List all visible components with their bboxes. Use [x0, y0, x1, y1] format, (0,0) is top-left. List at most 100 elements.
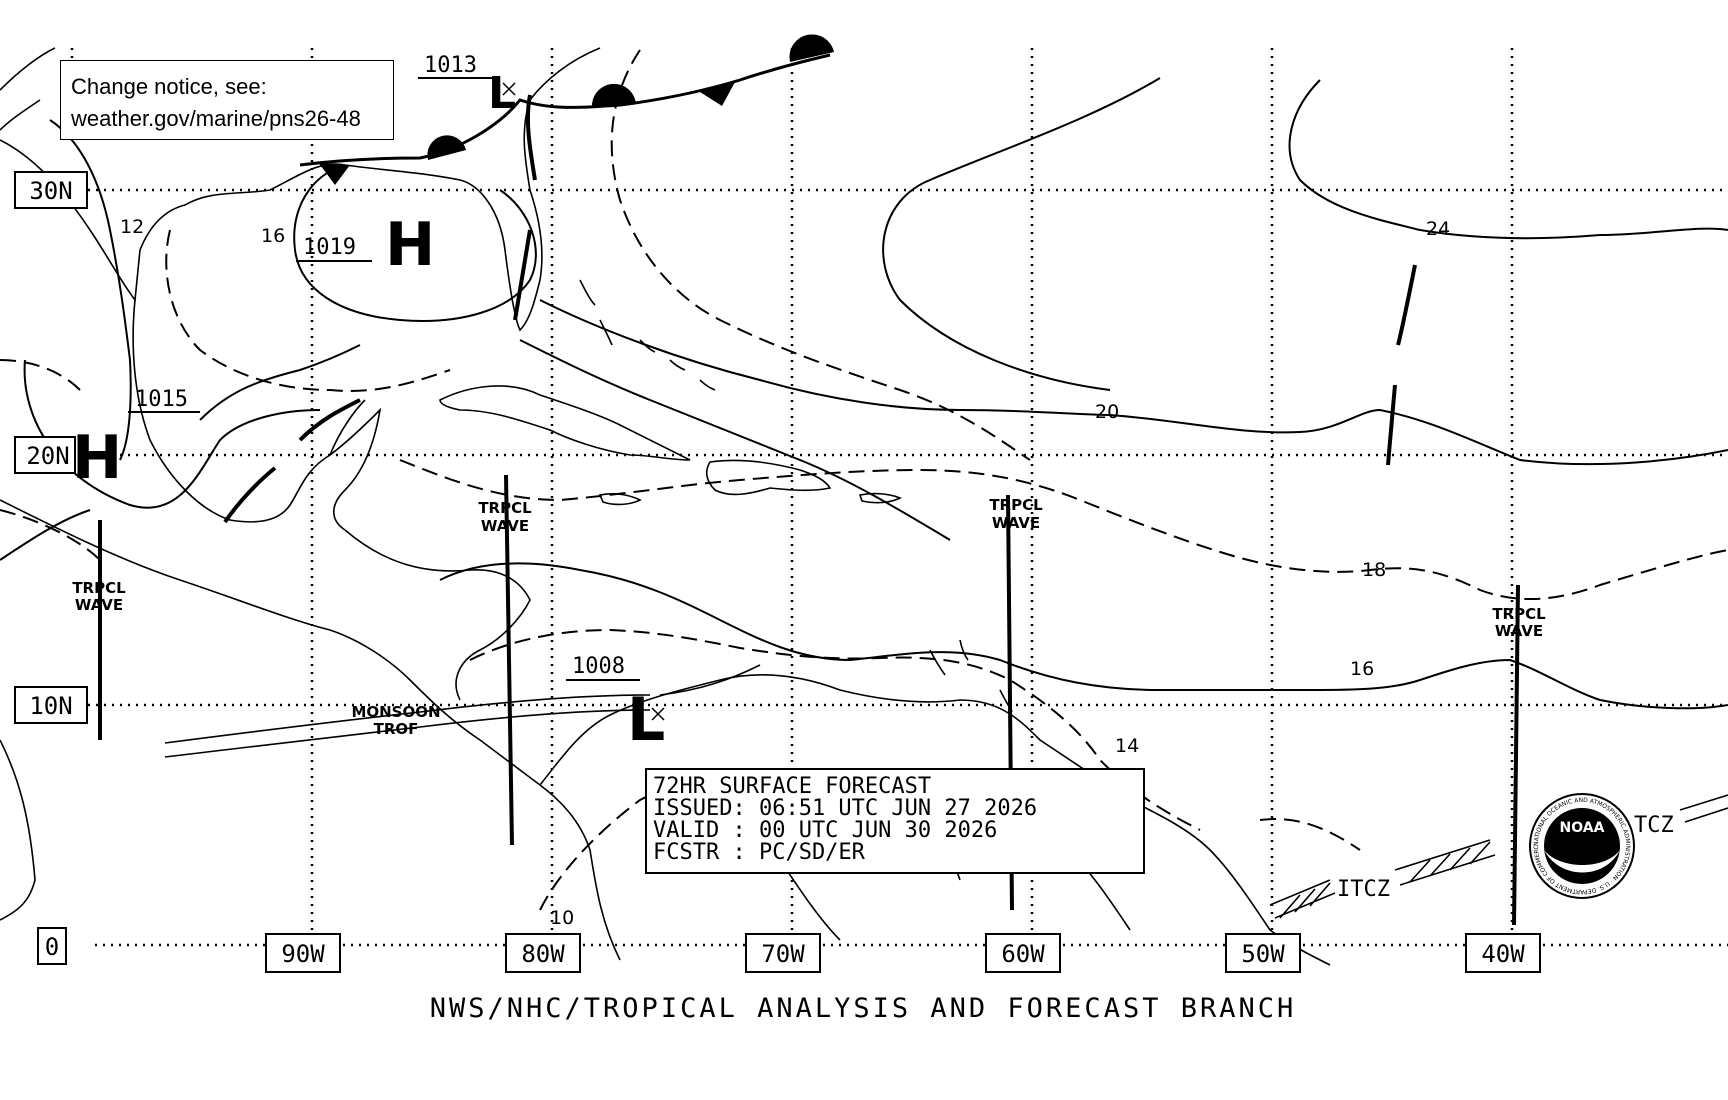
isobar-14 [469, 628, 1361, 851]
isobar-dashed-north [610, 49, 1031, 461]
cold-front-triangle-1 [318, 162, 350, 185]
fronts [299, 53, 831, 167]
wave-2-label-line2: WAVE [481, 517, 529, 535]
high-center-1015-value: 1015 [135, 387, 188, 412]
lon-box-80w [505, 933, 581, 973]
isobar-20 [539, 299, 1728, 466]
isobar-24 [882, 77, 1161, 391]
lon-box-40w [1465, 933, 1541, 973]
itcz-hatch-2 [1409, 841, 1491, 883]
monsoon-trough-line-3 [659, 664, 761, 696]
low-marker-1008 [651, 707, 665, 721]
isobar-16 [439, 562, 1728, 710]
wave-4-label-line1: TRPCL [1492, 605, 1546, 623]
yucatan [329, 399, 366, 456]
wave-2-label-line1: TRPCL [478, 499, 532, 517]
isobar-label-12: 12 [120, 216, 144, 238]
trough-segment-2 [223, 398, 361, 524]
isobar-18 [399, 459, 1728, 601]
lon-label-40w: 40W [1481, 940, 1525, 968]
forecast-info-line1: 72HR SURFACE FORECAST [653, 774, 931, 799]
pressure-centers: H 1019 H 1015 L 1013 L 1008 [72, 53, 665, 755]
isobar-16-dashed [165, 229, 451, 392]
low-center-1008-value: 1008 [572, 654, 625, 679]
trough-segment-1 [1386, 264, 1417, 466]
wave-3-label-line2: WAVE [992, 514, 1040, 532]
isobar-12 [0, 119, 132, 561]
isobars [0, 77, 1728, 710]
grid-labels: 30N 20N 10N 0 90W 80W 70W 60W 50W 40W [26, 177, 1525, 968]
lon-label-90w: 90W [281, 940, 325, 968]
gulf-coast-lower-left [0, 739, 36, 921]
noaa-logo-text: NOAA [1560, 820, 1605, 836]
wave-1-label-line1: TRPCL [72, 579, 126, 597]
forecast-info-box: 72HR SURFACE FORECAST ISSUED: 06:51 UTC … [645, 768, 1145, 874]
isobar-labels: 12 16 24 20 18 16 14 10 [120, 216, 1450, 929]
high-center-1019-letter: H [385, 210, 435, 280]
monsoon-trough-line-1 [164, 694, 651, 744]
lon-box-60w [985, 933, 1061, 973]
itcz-hatch-1 [1279, 882, 1331, 919]
hispaniola [705, 459, 832, 496]
central-america-coast [0, 499, 621, 961]
change-notice-line1: Change notice, see: [71, 74, 267, 99]
isobar-label-14: 14 [1115, 735, 1139, 757]
cuba [439, 385, 691, 461]
stationary-front [299, 53, 831, 167]
lon-box-70w [745, 933, 821, 973]
isobar-10 [539, 769, 761, 911]
lat-box-0 [37, 927, 67, 965]
convergence-zones [164, 664, 1728, 919]
isobar-label-16-west: 16 [261, 225, 285, 247]
footer-branch-title: NWS/NHC/TROPICAL ANALYSIS AND FORECAST B… [430, 993, 1297, 1024]
isobar-20-west [199, 339, 951, 541]
mexico-coast [132, 299, 382, 531]
lat-label-20n: 20N [26, 442, 69, 470]
puerto-rico [858, 492, 902, 504]
tropical-wave-4 [1512, 584, 1520, 926]
low-center-1013-letter: L [488, 68, 516, 119]
isobar-dashed-left [0, 359, 101, 561]
feature-labels: TRPCL WAVE TRPCL WAVE TRPCL WAVE TRPCL W… [72, 496, 1673, 902]
lon-label-80w: 80W [521, 940, 565, 968]
pacific-coast-upper-left [0, 47, 56, 131]
lat-label-30n: 30N [29, 177, 72, 205]
warm-front-semicircle-1 [427, 135, 466, 160]
jamaica [598, 493, 642, 506]
lat-label-0: 0 [45, 933, 59, 961]
lat-label-10n: 10N [29, 692, 72, 720]
forecast-info-line4: FCSTR : PC/SD/ER [653, 840, 866, 865]
isobar-24-east [1288, 79, 1728, 240]
bahamas [579, 279, 716, 391]
lon-label-60w: 60W [1001, 940, 1045, 968]
change-notice[interactable]: Change notice, see: weather.gov/marine/p… [60, 60, 394, 140]
monsoon-trough-label-line2: TROF [374, 720, 419, 738]
low-markers [502, 82, 665, 721]
isobar-label-20: 20 [1095, 401, 1119, 423]
lat-box-10n [14, 686, 88, 724]
forecast-info-line2: ISSUED: 06:51 UTC JUN 27 2026 [653, 796, 1037, 821]
isobar-1015 [23, 359, 321, 509]
lat-box-20n [14, 436, 76, 474]
itcz-label: ITCZ [1337, 877, 1390, 902]
lon-label-70w: 70W [761, 940, 805, 968]
lon-box-90w [265, 933, 341, 973]
lat-box-30n [14, 171, 88, 209]
high-center-1015-letter: H [72, 423, 122, 493]
wave-4-label-line2: WAVE [1495, 622, 1543, 640]
cold-front-triangle-2 [700, 82, 735, 106]
wave-1-label-line2: WAVE [75, 596, 123, 614]
isobar-label-10: 10 [550, 907, 574, 929]
tropical-wave-2 [504, 474, 514, 846]
monsoon-trough-line-2 [164, 709, 651, 758]
isobar-1019 [293, 164, 537, 322]
change-notice-link[interactable]: weather.gov/marine/pns26-48 [71, 106, 361, 131]
isobar-label-16-east: 16 [1350, 658, 1374, 680]
forecast-info-line3: VALID : 00 UTC JUN 30 2026 [653, 818, 997, 843]
itcz-line-3 [1679, 794, 1728, 823]
warm-front-semicircle-3 [789, 34, 834, 62]
warm-front-semicircle-2 [591, 83, 636, 108]
isobar-label-24: 24 [1426, 218, 1450, 240]
front-symbols [318, 34, 834, 185]
